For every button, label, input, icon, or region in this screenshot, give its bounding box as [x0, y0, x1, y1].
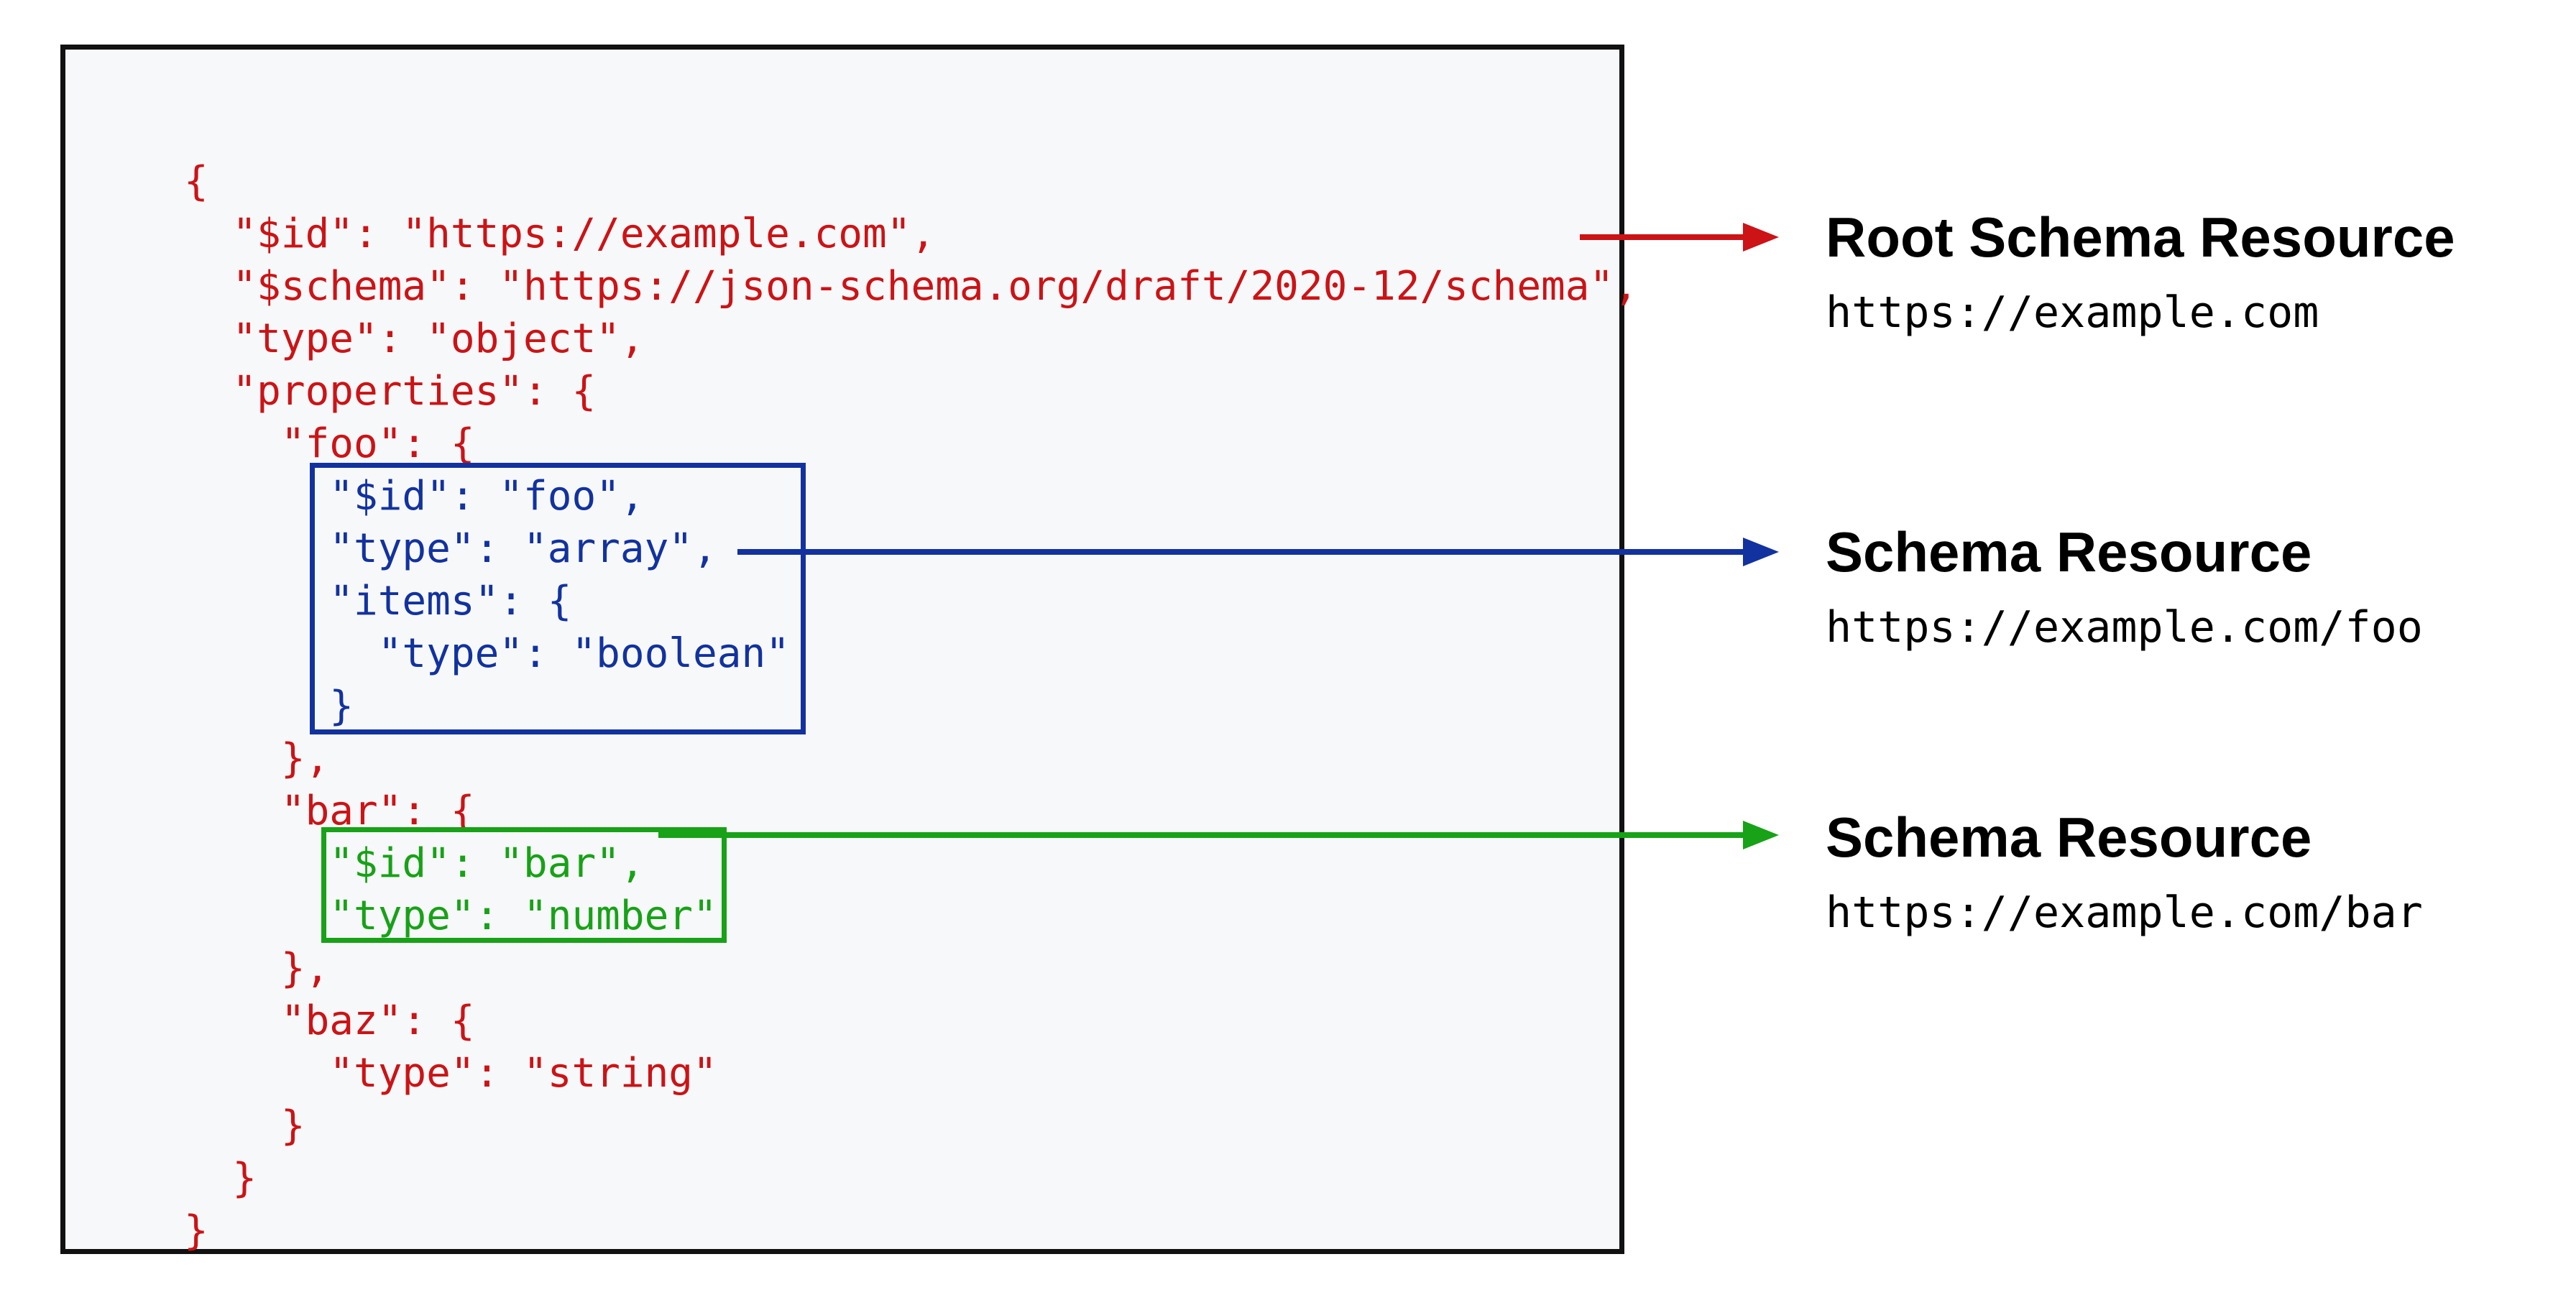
arrowhead-right-icon — [1743, 223, 1779, 252]
code-line: "type": "string" — [184, 1050, 717, 1097]
code-line: "items": { — [184, 578, 572, 625]
schema-code-panel: { "$id": "https://example.com", "$schema… — [60, 45, 1638, 1254]
bar-schema-resource-box — [321, 827, 727, 943]
root-schema-arrow-line — [1580, 234, 1743, 240]
code-line: "baz": { — [184, 997, 475, 1044]
arrowhead-right-icon — [1743, 821, 1779, 849]
json-schema-code: { "$id": "https://example.com", "$schema… — [184, 155, 1638, 1257]
code-line: "type": "object", — [184, 315, 645, 362]
code-line: } — [184, 1155, 257, 1202]
bar-schema-arrow-line — [658, 832, 1743, 838]
code-line: "$schema": "https://json-schema.org/draf… — [184, 263, 1638, 310]
code-line: } — [184, 1207, 208, 1254]
annotation-heading: Schema Resource — [1826, 520, 2312, 584]
code-line: "$id": "bar", — [184, 840, 645, 887]
code-line: "type": "array", — [184, 525, 717, 572]
code-line: "type": "number" — [184, 893, 717, 939]
code-line: "foo": { — [184, 420, 475, 467]
code-line: { — [184, 158, 208, 205]
annotation-url: https://example.com — [1826, 287, 2319, 338]
code-line: "$id": "foo", — [184, 473, 645, 520]
annotation-heading: Schema Resource — [1826, 806, 2312, 869]
annotation-foo-schema-resource: Schema Resource https://example.com/foo — [1826, 523, 2544, 649]
annotation-url: https://example.com/foo — [1826, 602, 2423, 653]
annotation-heading: Root Schema Resource — [1826, 206, 2455, 269]
foo-schema-resource-box — [310, 463, 806, 734]
annotation-bar-schema-resource: Schema Resource https://example.com/bar — [1826, 808, 2544, 934]
arrowhead-right-icon — [1743, 538, 1779, 566]
annotation-root-schema-resource: Root Schema Resource https://example.com — [1826, 208, 2544, 334]
code-line: "bar": { — [184, 788, 475, 834]
code-line: }, — [184, 735, 330, 782]
code-line: }, — [184, 945, 330, 992]
code-line: "type": "boolean" — [184, 630, 790, 677]
foo-schema-arrow-line — [737, 549, 1743, 555]
annotation-url: https://example.com/bar — [1826, 888, 2423, 938]
code-line: } — [184, 1102, 305, 1149]
code-line: "properties": { — [184, 368, 597, 415]
code-line: "$id": "https://example.com", — [184, 211, 936, 257]
code-line: } — [184, 683, 354, 729]
